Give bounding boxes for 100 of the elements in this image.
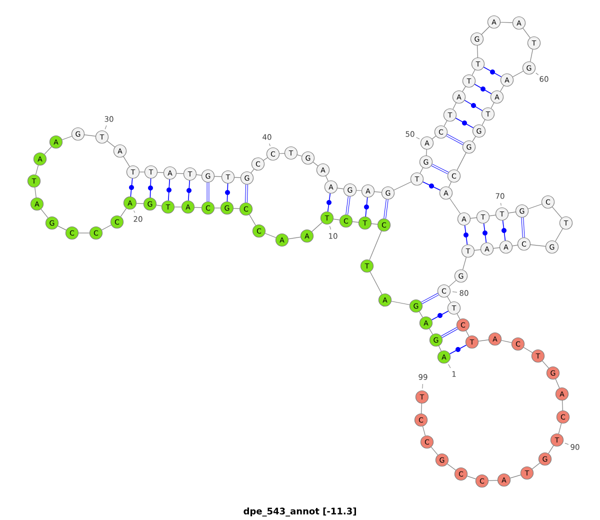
backbone-line — [482, 119, 486, 126]
base-pair-double-line — [346, 196, 350, 215]
base-pair-line — [483, 66, 502, 78]
backbone-line — [419, 311, 423, 318]
backbone-line — [490, 102, 494, 108]
backbone-line — [528, 204, 542, 210]
backbone-line — [476, 45, 478, 58]
base-pair-line — [186, 180, 192, 201]
backbone-line — [394, 182, 412, 190]
backbone-line — [157, 172, 164, 173]
backbone-line — [102, 224, 112, 230]
backbone-line — [466, 330, 470, 336]
backbone-line — [522, 28, 530, 38]
backbone-line — [448, 280, 456, 287]
base-pair-line — [326, 193, 332, 212]
backbone-line — [371, 223, 378, 225]
backbone-line — [500, 22, 513, 24]
base-pair-line — [364, 197, 369, 217]
backbone-line — [352, 221, 359, 223]
caption: dpe_543_annot [-11.3] — [244, 508, 356, 516]
base-pair-double-line — [441, 327, 458, 338]
backbone-line — [136, 203, 144, 204]
backbone-line — [337, 188, 344, 190]
backbone-line — [448, 182, 452, 188]
backbone-line — [542, 360, 549, 368]
base-pair-double-line — [384, 199, 388, 219]
backbone-line — [233, 208, 240, 209]
backbone-line — [288, 236, 301, 240]
backbone-line — [312, 222, 322, 232]
backbone-line — [174, 206, 182, 208]
backbone-line — [446, 464, 456, 470]
base-pair-double-line — [245, 184, 248, 202]
backbone-line — [548, 445, 554, 454]
backbone-line — [444, 120, 448, 126]
backbone-line — [279, 153, 285, 154]
base-pair-line — [482, 223, 488, 243]
backbone-line — [512, 244, 518, 246]
base-pair-line — [464, 100, 483, 112]
base-pair-line — [129, 178, 134, 197]
base-pair-double-line — [431, 164, 449, 174]
base-pair-line — [148, 178, 153, 198]
backbone-line — [426, 149, 427, 156]
backbone-line — [462, 86, 466, 92]
backbone-line — [530, 49, 534, 62]
backbone-line — [264, 233, 276, 238]
backbone-line — [34, 187, 36, 198]
backbone-line — [456, 314, 460, 320]
backbone-line — [234, 177, 241, 178]
backbone-line — [438, 346, 442, 352]
backbone-line — [472, 69, 476, 76]
base-pair-line — [449, 344, 467, 354]
backbone-line — [370, 271, 382, 294]
backbone-line — [429, 328, 433, 335]
backbone-line — [420, 167, 424, 174]
backbone-line — [478, 340, 489, 342]
backbone-line — [326, 176, 329, 182]
backbone-line — [555, 378, 560, 388]
backbone-line — [510, 474, 522, 478]
backbone-line — [176, 173, 184, 174]
backbone-line — [552, 206, 562, 218]
backbone-line — [106, 140, 116, 148]
base-pair-double-line — [521, 217, 525, 238]
backbone-line — [296, 154, 302, 156]
backbone-line — [523, 347, 533, 353]
backbone-line — [466, 476, 476, 480]
backbone-line — [78, 232, 90, 234]
base-pair-line — [431, 310, 449, 320]
backbone-line — [512, 70, 524, 78]
backbone-line — [474, 249, 481, 251]
base-pair-line — [166, 179, 172, 201]
backbone-line — [312, 162, 318, 166]
backbone-line — [40, 208, 48, 218]
backbone-line — [562, 400, 564, 411]
backbone-line — [391, 300, 410, 306]
backbone-line — [374, 191, 382, 193]
backbone-line — [44, 146, 52, 155]
backbone-line — [263, 157, 268, 161]
base-pair-line — [422, 181, 440, 191]
backbone-line — [462, 257, 467, 270]
base-pair-line — [502, 220, 506, 241]
backbone-line — [493, 247, 500, 249]
backbone-line — [470, 217, 477, 219]
backbone-line — [432, 136, 436, 140]
backbone-line — [449, 198, 461, 214]
base-pair-line — [464, 225, 468, 245]
backbone-line — [508, 212, 516, 214]
backbone-line — [333, 218, 340, 220]
backbone-line — [532, 462, 540, 470]
base-pair-double-line — [206, 182, 210, 202]
backbone-line — [500, 85, 504, 92]
backbone-line — [356, 190, 362, 191]
backbone-line — [84, 134, 96, 136]
backbone-line — [120, 208, 127, 217]
backbone-line — [422, 426, 426, 436]
base-pair-double-line — [421, 293, 439, 304]
base-pair-line — [474, 84, 492, 94]
backbone-line — [489, 214, 496, 216]
backbone-line — [35, 165, 39, 175]
backbone-line — [214, 176, 222, 177]
backbone-line — [420, 403, 422, 414]
